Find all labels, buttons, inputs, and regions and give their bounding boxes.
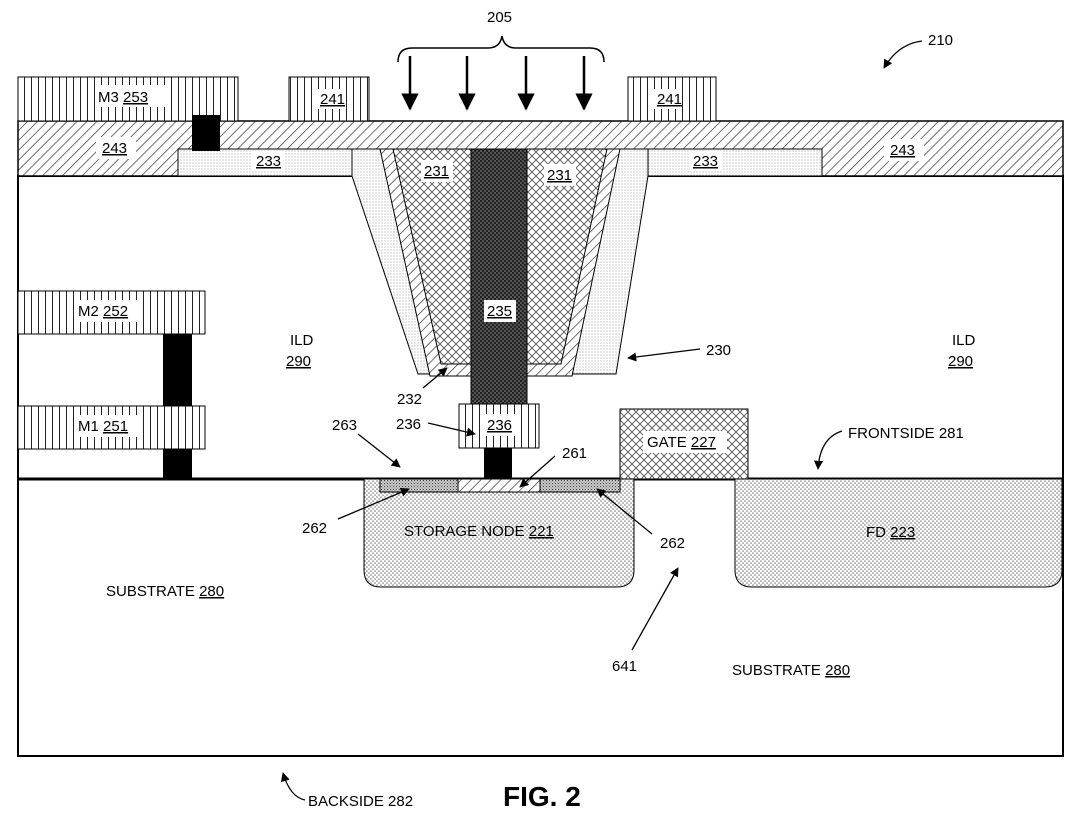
label-frontside: FRONTSIDE 281	[848, 425, 964, 442]
label-241-right: 241	[657, 91, 682, 108]
leader-210	[883, 40, 923, 69]
label-231-right: 231	[547, 167, 572, 184]
leader-262-right	[596, 488, 653, 535]
leader-232	[422, 367, 448, 389]
ref-230: 230	[706, 342, 731, 359]
label-ild-right: ILD	[952, 332, 976, 349]
label-storage-node: STORAGE NODE 221	[404, 523, 554, 540]
label-233-left: 233	[256, 153, 281, 170]
label-substrate-right: SUBSTRATE 280	[732, 662, 850, 679]
ref-263: 263	[332, 417, 357, 434]
via-m2-m1	[163, 334, 192, 406]
leader-263	[357, 433, 401, 468]
label-236: 236	[487, 417, 512, 434]
storage-node-221	[363, 478, 635, 588]
label-m2: M2 252	[78, 303, 128, 320]
label-gate: GATE 227	[647, 434, 716, 451]
label-fd: FD 223	[866, 524, 915, 541]
label-241-left: 241	[320, 91, 345, 108]
label-substrate-left: SUBSTRATE 280	[106, 583, 224, 600]
ref-262-right: 262	[660, 535, 685, 552]
label-235: 235	[487, 303, 512, 320]
label-m1: M1 251	[78, 418, 128, 435]
leader-641	[631, 567, 679, 651]
ref-262-left: 262	[302, 520, 327, 537]
brace-205	[397, 35, 605, 63]
label-m3: M3 253	[98, 89, 148, 106]
leader-261	[519, 455, 556, 488]
via-236	[484, 448, 512, 479]
fd-223	[734, 478, 1063, 588]
ref-210: 210	[928, 32, 953, 49]
ref-641: 641	[612, 658, 637, 675]
label-ild-left-num: 290	[286, 353, 311, 370]
label-ild-right-num: 290	[948, 353, 973, 370]
label-243-right: 243	[890, 142, 915, 159]
label-231-left: 231	[424, 163, 449, 180]
ref-261: 261	[562, 445, 587, 462]
leader-262-left	[337, 487, 410, 520]
column-235	[470, 148, 528, 405]
label-backside: BACKSIDE 282	[308, 793, 413, 810]
label-243-left: 243	[102, 140, 127, 157]
label-ild-left: ILD	[290, 332, 314, 349]
ref-232: 232	[397, 391, 422, 408]
ref-236: 236	[396, 416, 421, 433]
ref-205: 205	[487, 9, 512, 26]
figure-title: FIG. 2	[503, 781, 581, 812]
leader-backside	[280, 772, 306, 801]
leader-230	[627, 348, 701, 362]
via-m1	[163, 449, 192, 479]
leader-frontside	[813, 430, 843, 470]
leader-236	[427, 422, 476, 437]
label-233-right: 233	[693, 153, 718, 170]
via-m3	[192, 115, 220, 151]
